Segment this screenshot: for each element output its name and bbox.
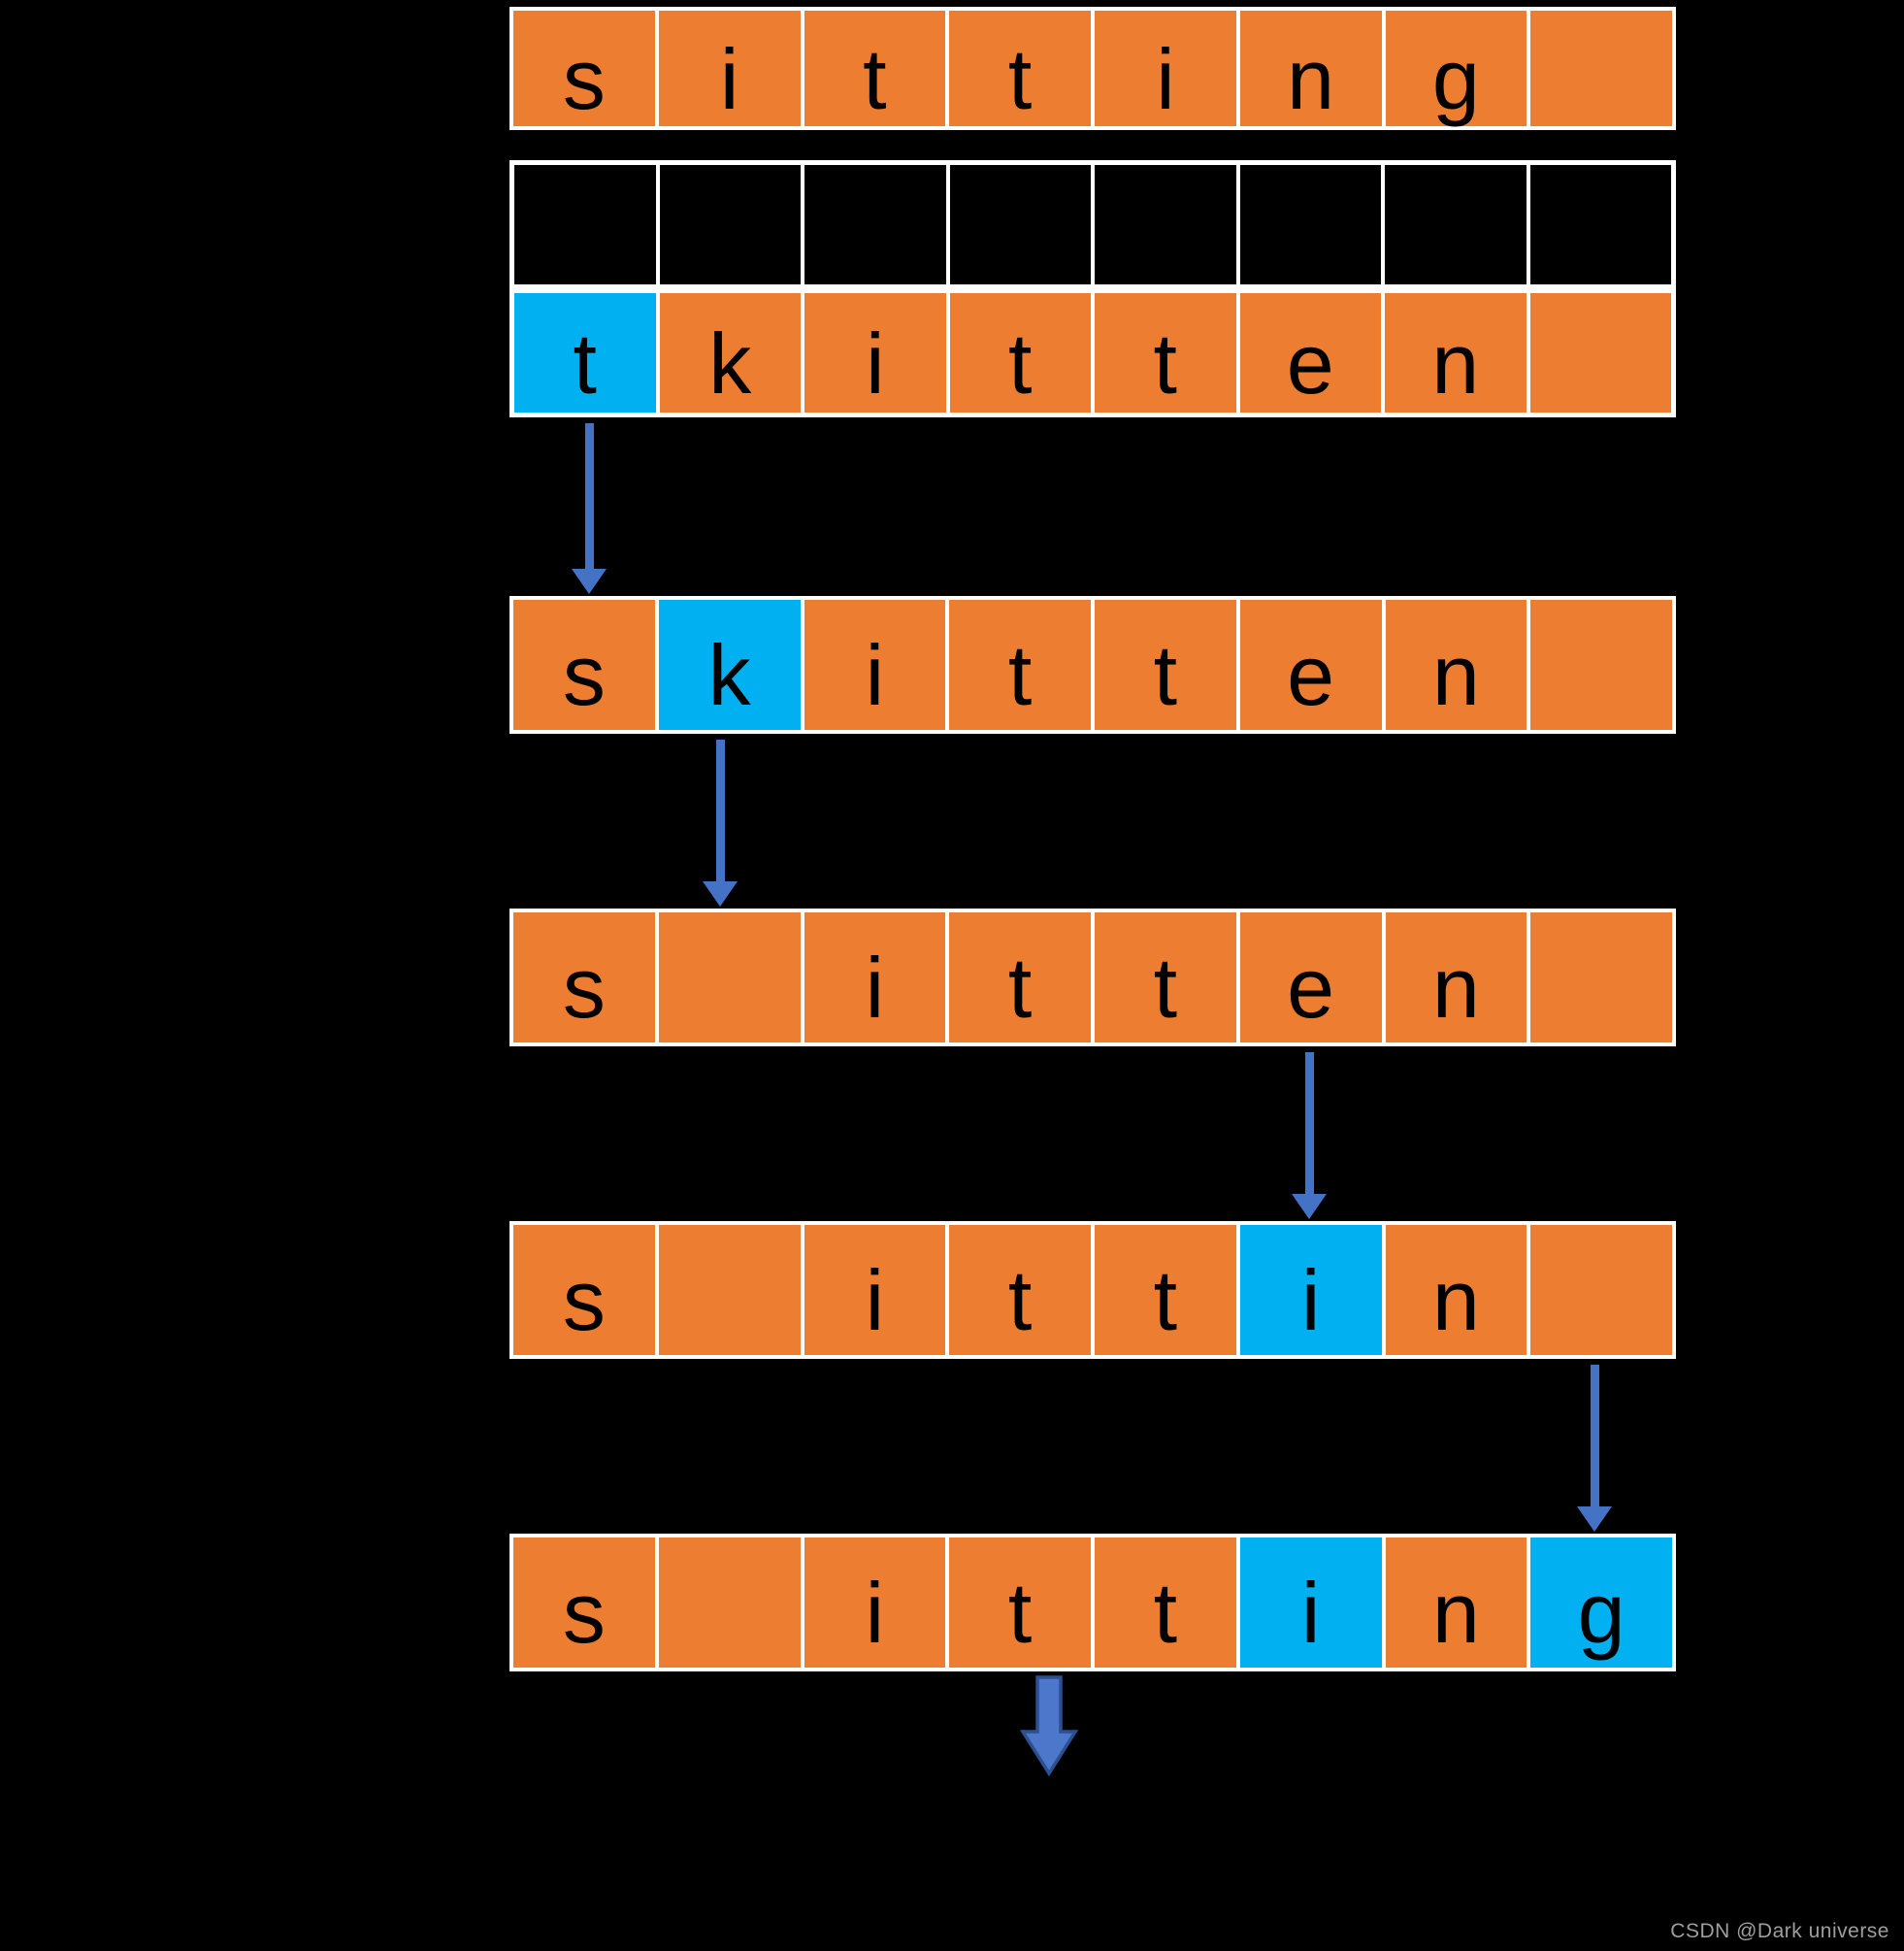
arrow-shaft — [715, 740, 725, 881]
arrowhead-icon — [1577, 1506, 1612, 1532]
letter-cell — [1530, 11, 1672, 126]
letter-cell: s — [513, 1225, 655, 1355]
csdn-watermark: CSDN @Dark universe — [1670, 1920, 1889, 1942]
down-arrow-icon-step-4 — [1577, 1365, 1612, 1532]
letter-cell: t — [949, 1225, 1091, 1355]
letter-cell — [658, 912, 801, 1042]
letter-cell: s — [513, 1538, 655, 1668]
empty-cell — [1239, 165, 1381, 284]
letter-cell: e — [1239, 600, 1382, 730]
letter-cell: i — [658, 11, 801, 126]
empty-cell — [1095, 165, 1236, 284]
letter-cell: t — [949, 912, 1091, 1042]
letter-cell — [1529, 293, 1671, 413]
letter-cell: i — [804, 293, 946, 413]
letter-cell-highlighted: t — [514, 293, 656, 413]
down-arrow-icon-step-2 — [703, 740, 738, 907]
letter-cell: n — [1385, 1225, 1527, 1355]
empty-cell — [1385, 165, 1526, 284]
letter-cell: n — [1239, 11, 1382, 126]
letter-cell — [1530, 600, 1672, 730]
down-arrow-icon-step-3 — [1292, 1052, 1327, 1219]
row-step-substitute-i: s i t t i n — [509, 1221, 1676, 1359]
letter-cell: i — [1095, 11, 1236, 126]
letter-cell — [658, 1538, 801, 1668]
letter-cell: s — [513, 912, 655, 1042]
down-arrow-icon-step-1 — [572, 423, 607, 594]
letter-cell — [658, 1225, 801, 1355]
arrow-shaft — [584, 423, 594, 569]
empty-cell — [804, 165, 946, 284]
empty-cell — [1529, 165, 1671, 284]
arrowhead-icon — [572, 569, 607, 594]
letter-cell: e — [1239, 912, 1382, 1042]
letter-cell: t — [1095, 1225, 1236, 1355]
empty-cell — [514, 165, 656, 284]
letter-cell: t — [949, 600, 1091, 730]
row-target-sitting: s i t t i n g — [509, 7, 1676, 130]
letter-cell-highlighted: g — [1530, 1538, 1672, 1668]
letter-cell: t — [1095, 912, 1236, 1042]
letter-cell: i — [804, 912, 946, 1042]
letter-cell: g — [1385, 11, 1527, 126]
row-empty-black — [514, 165, 1671, 284]
letter-cell: t — [1095, 600, 1236, 730]
letter-cell — [1530, 912, 1672, 1042]
letter-cell: n — [1385, 293, 1526, 413]
row-step-insert-g: s i t t i n g — [509, 1534, 1676, 1671]
letter-cell: i — [804, 1538, 946, 1668]
empty-cell — [659, 165, 801, 284]
letter-cell: i — [804, 600, 946, 730]
arrow-shaft — [1590, 1365, 1599, 1506]
letter-cell: t — [1095, 293, 1236, 413]
letter-cell-highlighted: i — [1239, 1225, 1382, 1355]
row-step-substitute-s: s k i t t e n — [509, 596, 1676, 734]
letter-cell: e — [1239, 293, 1381, 413]
letter-cell: n — [1385, 600, 1527, 730]
letter-cell: n — [1385, 1538, 1527, 1668]
letter-cell: t — [949, 11, 1091, 126]
letter-cell: s — [513, 600, 655, 730]
letter-cell-highlighted: i — [1239, 1538, 1382, 1668]
block-down-arrow-icon — [1019, 1675, 1079, 1777]
letter-cell: t — [804, 11, 946, 126]
row-kitten-with-t: t k i t t e n — [514, 293, 1671, 413]
letter-cell: t — [949, 1538, 1091, 1668]
letter-cell: t — [949, 293, 1091, 413]
letter-cell-highlighted: k — [658, 600, 801, 730]
row-empty-and-kitten: t k i t t e n — [509, 160, 1676, 417]
arrowhead-icon — [703, 881, 738, 907]
row-step-delete-k: s i t t e n — [509, 909, 1676, 1046]
letter-cell: n — [1385, 912, 1527, 1042]
letter-cell: s — [513, 11, 655, 126]
empty-cell — [949, 165, 1091, 284]
arrow-shaft — [1304, 1052, 1314, 1194]
letter-cell: k — [659, 293, 801, 413]
arrowhead-icon — [1292, 1194, 1327, 1219]
letter-cell — [1530, 1225, 1672, 1355]
letter-cell: t — [1095, 1538, 1236, 1668]
letter-cell: i — [804, 1225, 946, 1355]
